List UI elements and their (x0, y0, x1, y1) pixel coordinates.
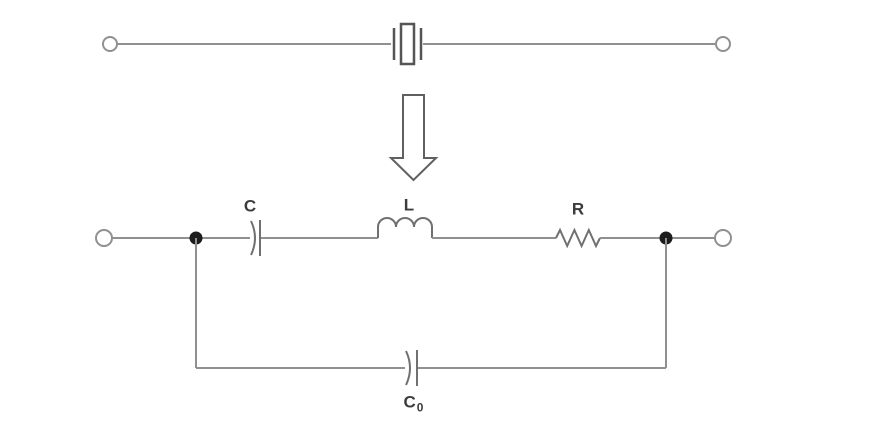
shunt-capacitor-label: C0 (403, 392, 424, 414)
down-arrow-icon (388, 94, 439, 182)
terminal-top-right-icon (715, 36, 731, 52)
capacitor-label: C (243, 196, 257, 216)
equivalent-circuit (95, 217, 732, 386)
resistor-r-icon (555, 227, 601, 249)
inductor-l-icon (377, 217, 433, 238)
shunt-capacitor-label-sub: 0 (416, 400, 424, 415)
resistor-label: R (571, 199, 585, 219)
capacitor-c-icon (250, 220, 261, 256)
inductor-label: L (403, 195, 415, 215)
terminal-top-left-icon (102, 36, 118, 52)
crystal-icon (392, 22, 423, 66)
capacitor-c0-icon (405, 350, 418, 386)
terminal-bottom-left-icon (95, 229, 113, 247)
shunt-capacitor-label-base: C (403, 392, 416, 412)
crystal-circuit (102, 22, 731, 66)
terminal-bottom-right-icon (714, 229, 732, 247)
